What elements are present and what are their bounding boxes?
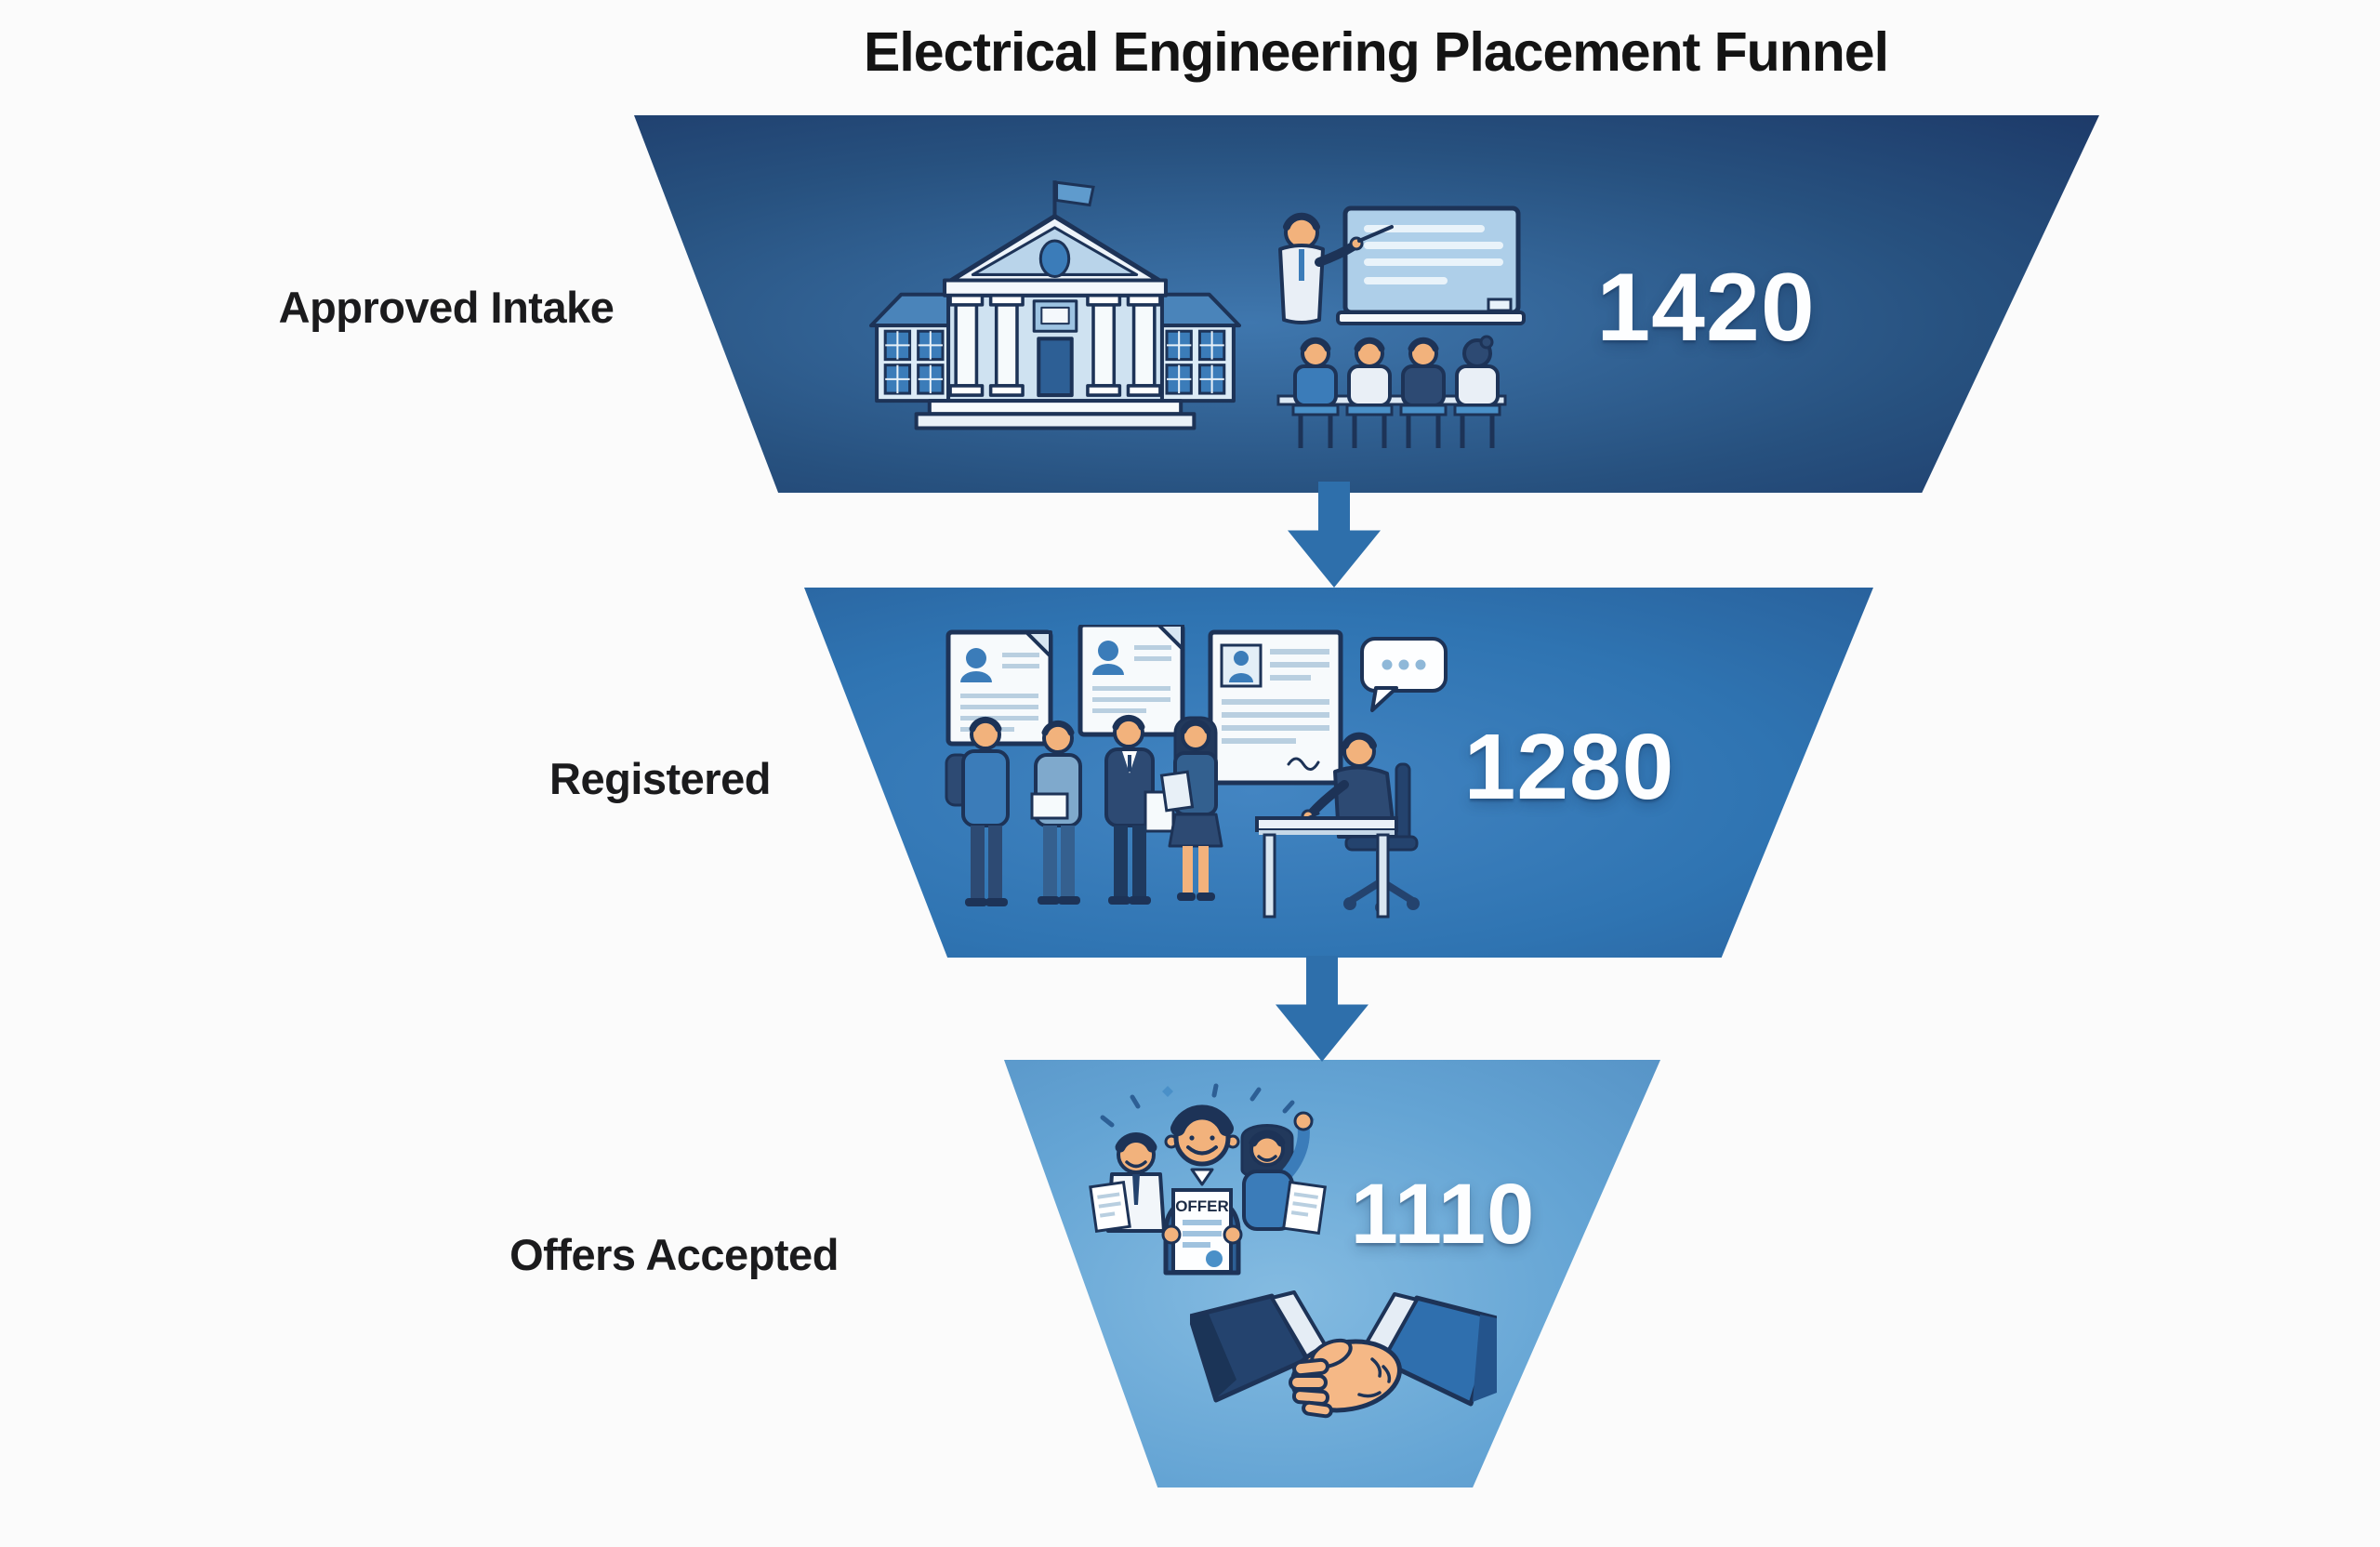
chat-bubble-icon	[1360, 637, 1448, 712]
celebrating-person-right	[1240, 1111, 1327, 1236]
stage-value-offers-accepted: 1110	[1350, 1167, 1536, 1262]
presentation-board-icon	[1336, 205, 1526, 325]
stage-label-registered: Registered	[549, 754, 771, 803]
stage-label-offers-accepted: Offers Accepted	[509, 1230, 839, 1279]
stage-label-approved-intake: Approved Intake	[278, 283, 615, 332]
students-icon	[1276, 335, 1507, 448]
clasped-hands	[1289, 1338, 1402, 1419]
university-building-icon	[869, 180, 1241, 430]
stage-value-approved-intake: 1420	[1596, 254, 1816, 362]
flag-icon	[1052, 180, 1095, 218]
offer-text: OFFER	[1175, 1197, 1229, 1215]
celebrating-person-left	[1089, 1132, 1166, 1233]
teacher-icon	[1278, 212, 1394, 324]
registration-scene-icon	[945, 625, 1448, 919]
offer-letter-icon: OFFER	[1161, 1104, 1243, 1276]
candidates-queue-icon	[945, 714, 1223, 906]
classroom-lecture-icon	[1276, 205, 1526, 448]
celebrating-candidates-icon: OFFER	[1089, 1083, 1327, 1276]
stage-value-registered: 1280	[1463, 715, 1675, 819]
down-arrow-icon	[1276, 956, 1368, 1062]
handshake-icon	[1190, 1290, 1497, 1419]
interview-desk-icon	[1255, 732, 1420, 919]
down-arrow-icon	[1288, 482, 1381, 588]
page-title: Electrical Engineering Placement Funnel	[864, 21, 1889, 83]
resume-documents-icon	[945, 625, 1343, 786]
sparkles-icon	[1100, 1083, 1295, 1128]
